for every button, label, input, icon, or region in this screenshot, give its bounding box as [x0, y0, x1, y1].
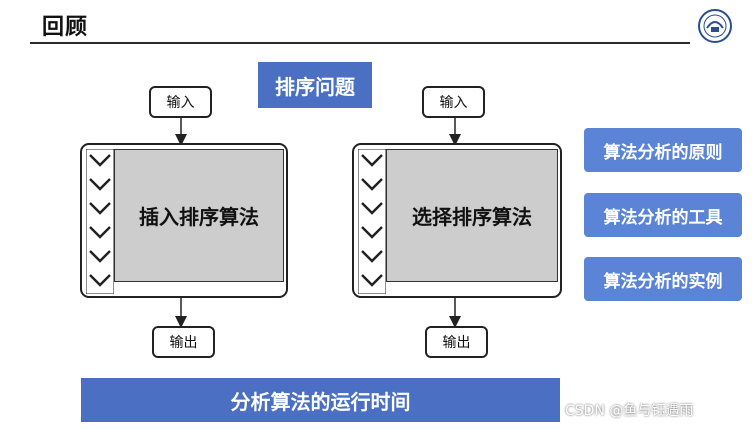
insertion-sort-frame: 插入排序算法: [80, 143, 288, 298]
selection-sort-label: 选择排序算法: [386, 149, 558, 282]
input-box-insertion: 输入: [149, 86, 212, 118]
university-logo-icon: [697, 8, 733, 44]
selection-sort-frame: 选择排序算法: [352, 143, 562, 298]
slide-title: 回顾: [42, 15, 89, 40]
csdn-watermark: CSDN @鱼与钰遇雨: [565, 403, 694, 419]
analysis-examples-button[interactable]: 算法分析的实例: [584, 257, 742, 301]
chevron-strip-icon: [86, 149, 114, 294]
sorting-problem-label: 排序问题: [258, 62, 372, 108]
title-divider: [30, 42, 690, 44]
output-box-selection: 输出: [425, 326, 488, 358]
chevron-strip-icon: [358, 149, 386, 294]
analysis-principles-button[interactable]: 算法分析的原则: [584, 128, 742, 172]
analysis-tools-button[interactable]: 算法分析的工具: [584, 193, 742, 237]
input-box-selection: 输入: [422, 86, 485, 118]
output-box-insertion: 输出: [152, 326, 215, 358]
runtime-analysis-bar: 分析算法的运行时间: [81, 378, 560, 422]
insertion-sort-label: 插入排序算法: [114, 149, 284, 282]
